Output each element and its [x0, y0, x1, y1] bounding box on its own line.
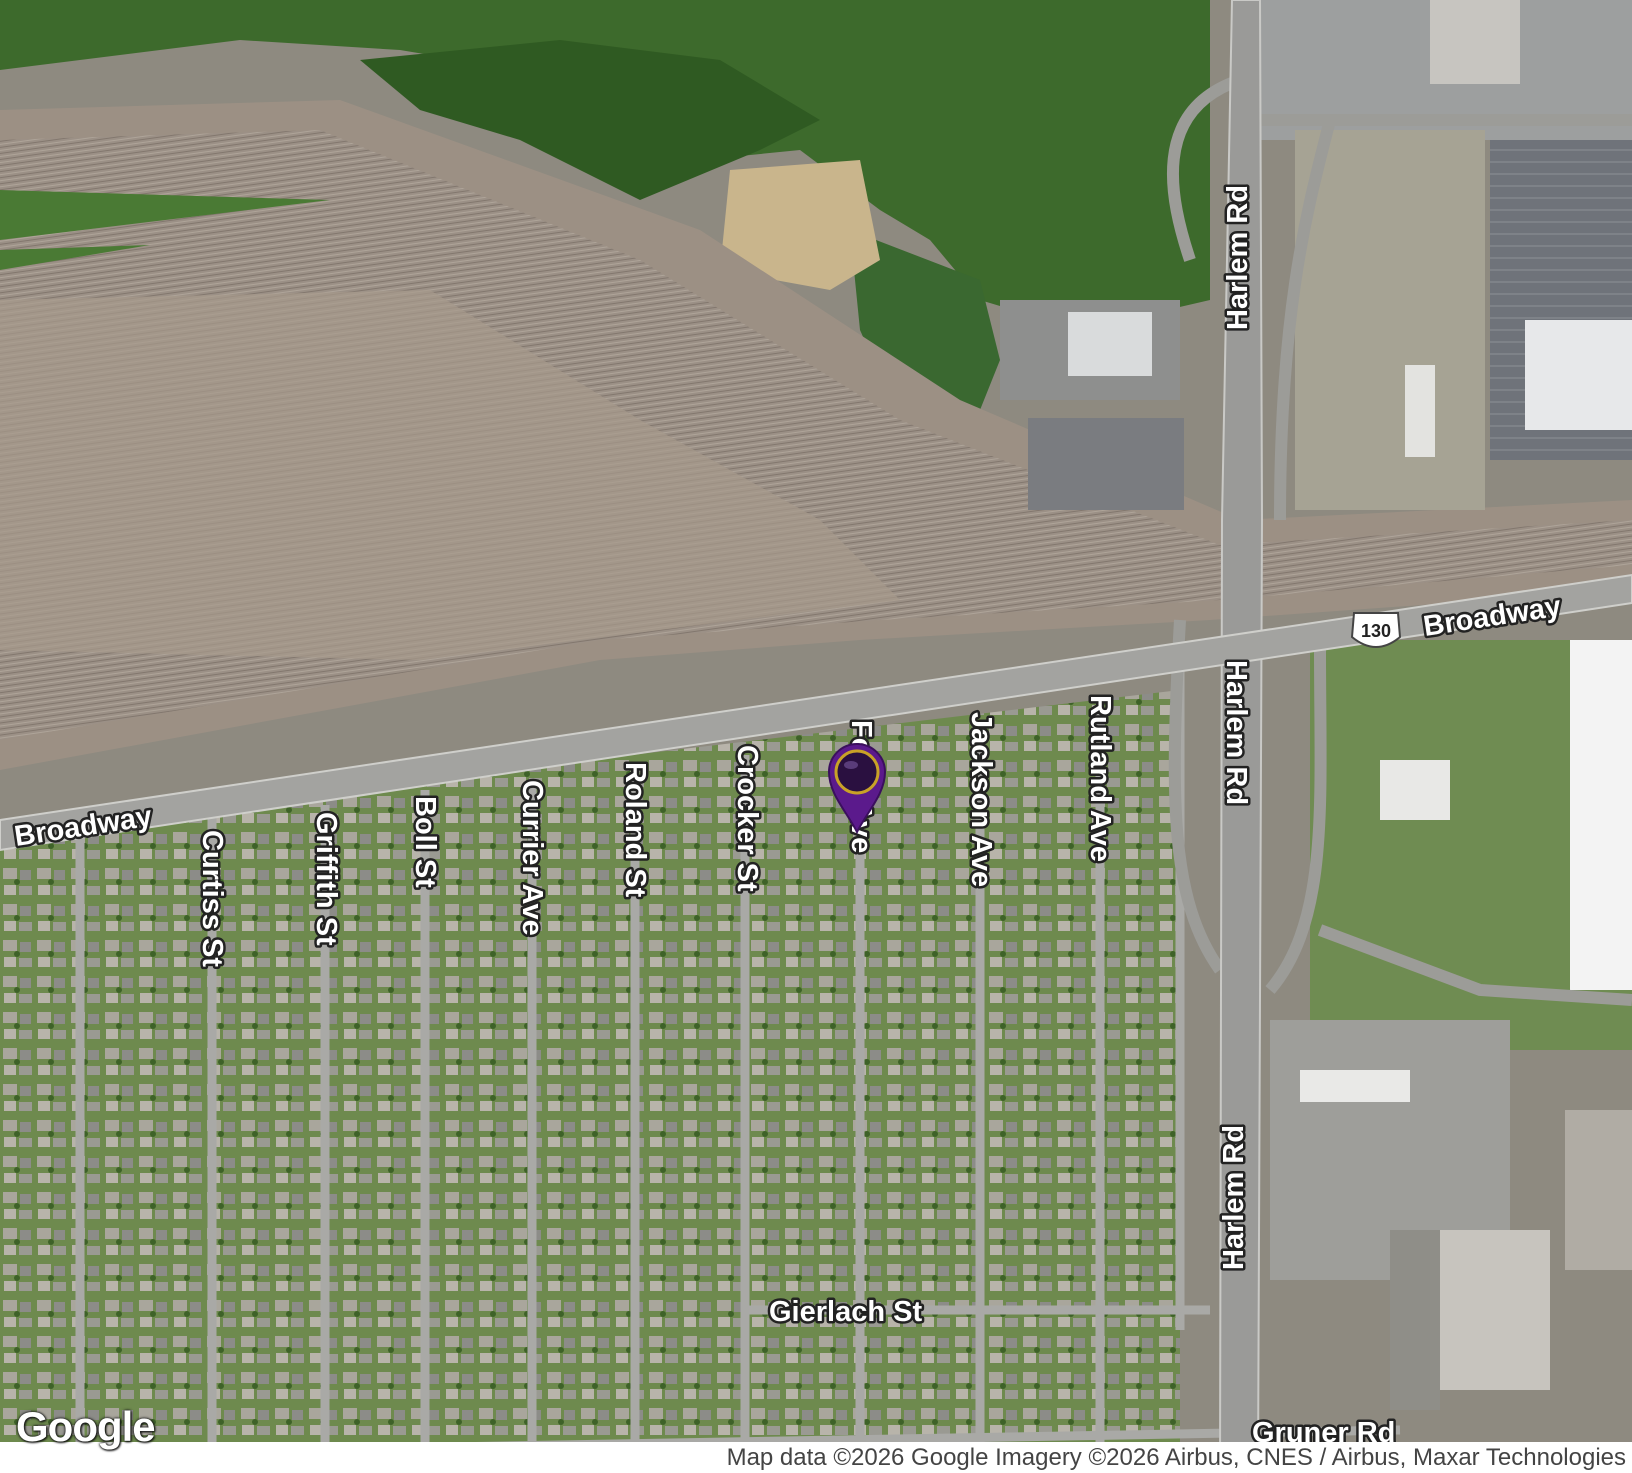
yard-building	[1300, 1070, 1410, 1102]
label-gierlach-st: Gierlach St	[769, 1296, 922, 1328]
se-warehouse	[1565, 1110, 1632, 1270]
rail-tree-strip	[0, 190, 330, 240]
small-building	[1405, 365, 1435, 457]
pin-highlight	[844, 761, 858, 769]
route-shield: 130	[1350, 612, 1402, 648]
se-plant	[1440, 1230, 1550, 1390]
harlem-rd	[1218, 0, 1264, 1473]
factory-roof	[1028, 418, 1184, 510]
east-field	[1295, 130, 1485, 510]
pin-center	[834, 749, 880, 795]
label-rutland-ave: Rutland Ave	[1084, 695, 1116, 862]
route-shield-number: 130	[1361, 621, 1391, 641]
map-attribution: Map data ©2026 Google Imagery ©2026 Airb…	[718, 1442, 1632, 1473]
label-roland-st: Roland St	[619, 762, 651, 898]
broadway-road	[0, 573, 1632, 852]
label-griffith-st: Griffith St	[310, 812, 342, 946]
label-harlem-rd-north: Harlem Rd	[1222, 185, 1254, 330]
forest-area	[0, 0, 1210, 330]
label-boll-st: Boll St	[409, 796, 441, 888]
google-logo: Google	[16, 1403, 156, 1450]
yard-gravel	[0, 290, 900, 660]
forest-dark	[360, 40, 820, 200]
east-building	[1380, 760, 1450, 820]
label-currier-ave: Currier Ave	[516, 780, 548, 936]
map-pin-icon[interactable]	[827, 743, 887, 835]
ramps	[1166, 74, 1632, 1006]
residential-area	[0, 690, 1180, 1442]
scrap-yard	[1390, 1230, 1440, 1410]
rail-tree-strip-2	[0, 245, 150, 270]
label-curtiss-st: Curtiss St	[196, 830, 228, 967]
warehouse-roof	[1068, 312, 1152, 376]
ne-building	[1430, 0, 1520, 84]
label-jackson-ave: Jackson Ave	[965, 712, 997, 887]
label-harlem-rd-south: Harlem Rd	[1218, 1125, 1250, 1270]
label-harlem-rd-mid: Harlem Rd	[1220, 660, 1252, 805]
label-crocker-st: Crocker St	[731, 745, 763, 892]
big-warehouse	[1570, 640, 1632, 990]
store-roof	[1525, 320, 1632, 430]
sand-clearing	[720, 160, 880, 290]
